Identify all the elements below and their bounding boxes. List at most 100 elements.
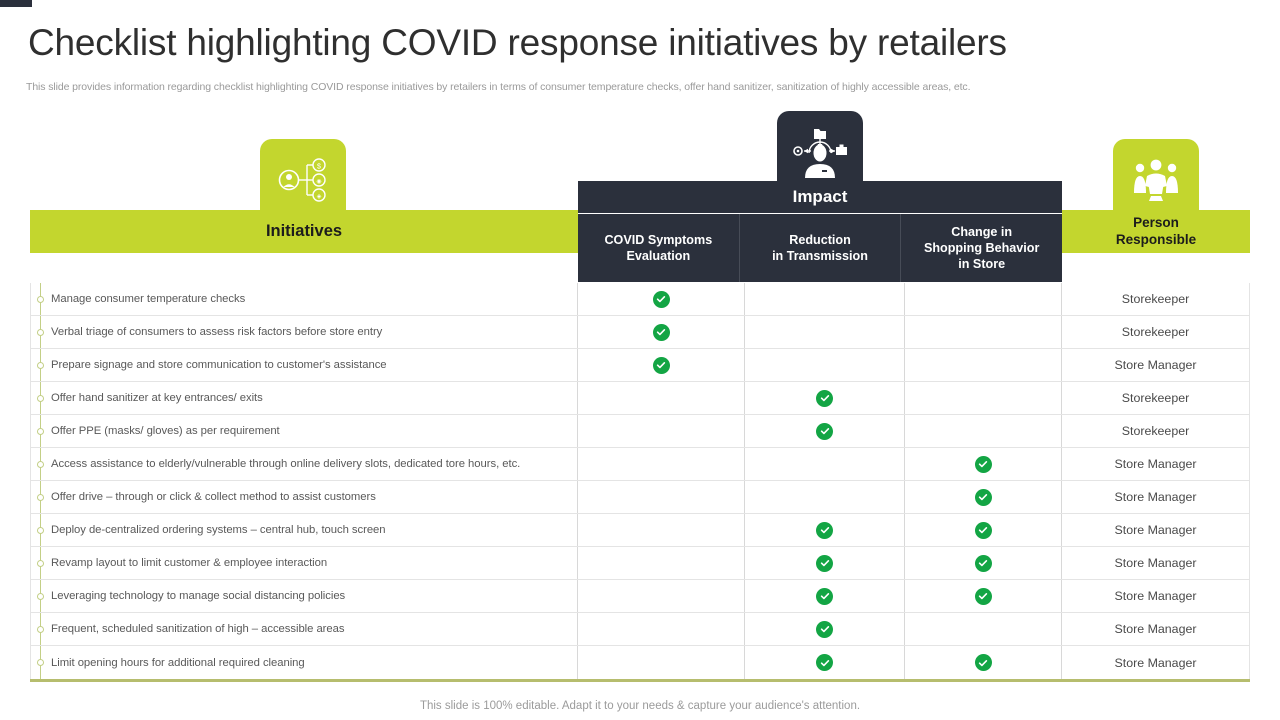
- impact-icon-tab: [777, 111, 863, 193]
- initiative-label: Offer drive – through or click & collect…: [51, 491, 376, 503]
- person-label: Storekeeper: [1121, 424, 1190, 438]
- cell-check-change-behavior: [905, 646, 1062, 679]
- cell-check-change-behavior: [905, 448, 1062, 480]
- initiative-label: Leveraging technology to manage social d…: [51, 590, 346, 602]
- table-row: Prepare signage and store communication …: [30, 349, 1250, 382]
- bullet-marker-icon: [36, 493, 44, 501]
- check-circle-icon: [974, 521, 992, 539]
- initiative-label: Verbal triage of consumers to assess ris…: [51, 326, 383, 338]
- cell-person-responsible: Storekeeper: [1062, 382, 1250, 414]
- hdr-col2-line1: Reduction: [789, 232, 851, 247]
- check-circle-icon: [816, 587, 833, 605]
- cell-person-responsible: Store Manager: [1062, 613, 1250, 645]
- cell-check-change-behavior: [905, 481, 1062, 513]
- person-label: Store Manager: [1114, 655, 1197, 670]
- hdr-col1-line2: Evaluation: [626, 249, 691, 263]
- initiative-label: Revamp layout to limit customer & employ…: [51, 557, 328, 569]
- hdr-col3-line1: Change in: [951, 224, 1013, 239]
- initiative-label: Limit opening hours for additional requi…: [51, 656, 305, 669]
- hdr-person-line2: Responsible: [1115, 231, 1197, 247]
- cell-check-covid-symptoms: [578, 580, 745, 612]
- cell-check-covid-symptoms: [578, 349, 745, 381]
- initiative-label: Offer PPE (masks/ gloves) as per require…: [51, 425, 280, 437]
- page-title: Checklist highlighting COVID response in…: [28, 22, 1007, 63]
- cell-person-responsible: Storekeeper: [1062, 316, 1250, 348]
- cell-check-reduction: [745, 580, 905, 612]
- svg-text:◈: ◈: [317, 194, 322, 200]
- person-label: Store Manager: [1114, 589, 1197, 603]
- bullet-marker-icon: [36, 559, 44, 567]
- cell-person-responsible: Store Manager: [1062, 547, 1250, 579]
- cell-check-covid-symptoms: [578, 283, 745, 315]
- cell-check-change-behavior: [905, 382, 1062, 414]
- check-circle-icon: [652, 356, 670, 374]
- cell-check-covid-symptoms: [578, 646, 745, 679]
- initiative-label: Access assistance to elderly/vulnerable …: [51, 458, 521, 470]
- table-row: Limit opening hours for additional requi…: [30, 646, 1250, 679]
- initiative-label: Prepare signage and store communication …: [51, 359, 387, 371]
- cell-initiative: Prepare signage and store communication …: [30, 349, 578, 381]
- person-label: Store Manager: [1114, 523, 1197, 537]
- bullet-marker-icon: [36, 361, 44, 369]
- cell-check-change-behavior: [905, 415, 1062, 447]
- person-label: Storekeeper: [1121, 292, 1190, 306]
- top-left-accent-bar: [0, 0, 32, 7]
- cell-check-reduction: [745, 415, 905, 447]
- check-circle-icon: [974, 455, 992, 473]
- table-row: Manage consumer temperature checks Storek…: [30, 283, 1250, 316]
- cell-initiative: Verbal triage of consumers to assess ris…: [30, 316, 578, 348]
- cell-person-responsible: Store Manager: [1062, 580, 1250, 612]
- cell-person-responsible: Storekeeper: [1062, 283, 1250, 315]
- page-subtitle: This slide provides information regardin…: [26, 81, 971, 93]
- cell-check-change-behavior: [905, 613, 1062, 645]
- cell-check-reduction: [745, 514, 905, 546]
- bullet-marker-icon: [36, 394, 44, 402]
- check-circle-icon: [816, 521, 833, 539]
- check-circle-icon: [816, 389, 833, 407]
- person-impact-icon: [792, 126, 848, 178]
- cell-initiative: Manage consumer temperature checks: [30, 283, 578, 315]
- cell-check-change-behavior: [905, 514, 1062, 546]
- bullet-marker-icon: [36, 592, 44, 600]
- bullet-marker-icon: [36, 659, 44, 666]
- cell-check-reduction: [745, 481, 905, 513]
- cell-check-reduction: [745, 349, 905, 381]
- person-label: Store Manager: [1114, 622, 1197, 636]
- check-circle-icon: [816, 422, 833, 440]
- initiatives-icon-tab: $ ◉ ◈: [260, 139, 346, 221]
- bullet-marker-icon: [36, 460, 44, 468]
- cell-initiative: Frequent, scheduled sanitization of high…: [30, 613, 578, 645]
- person-label: Store Manager: [1114, 556, 1197, 570]
- cell-check-covid-symptoms: [578, 448, 745, 480]
- table-row: Revamp layout to limit customer & employ…: [30, 547, 1250, 580]
- check-circle-icon: [974, 587, 992, 605]
- cell-initiative: Deploy de-centralized ordering systems –…: [30, 514, 578, 546]
- check-circle-icon: [816, 654, 833, 671]
- cell-initiative: Revamp layout to limit customer & employ…: [30, 547, 578, 579]
- check-circle-icon: [816, 554, 833, 572]
- person-label: Storekeeper: [1121, 391, 1190, 405]
- table-row: Leveraging technology to manage social d…: [30, 580, 1250, 613]
- table-row: Access assistance to elderly/vulnerable …: [30, 448, 1250, 481]
- table-row: Offer PPE (masks/ gloves) as per require…: [30, 415, 1250, 448]
- header-impact-label: Impact: [792, 187, 848, 206]
- cell-check-covid-symptoms: [578, 316, 745, 348]
- hdr-col2-line2: in Transmission: [772, 249, 868, 263]
- cell-check-reduction: [745, 382, 905, 414]
- cell-check-reduction: [745, 316, 905, 348]
- check-circle-icon: [974, 654, 992, 671]
- bullet-marker-icon: [36, 295, 44, 303]
- cell-person-responsible: Storekeeper: [1062, 415, 1250, 447]
- table-row: Verbal triage of consumers to assess ris…: [30, 316, 1250, 349]
- initiative-label: Offer hand sanitizer at key entrances/ e…: [51, 392, 263, 404]
- cell-initiative: Offer PPE (masks/ gloves) as per require…: [30, 415, 578, 447]
- cell-initiative: Limit opening hours for additional requi…: [30, 646, 578, 679]
- cell-check-reduction: [745, 547, 905, 579]
- person-responsible-icon-tab: [1113, 139, 1199, 221]
- initiative-label: Manage consumer temperature checks: [51, 293, 246, 305]
- cell-person-responsible: Store Manager: [1062, 448, 1250, 480]
